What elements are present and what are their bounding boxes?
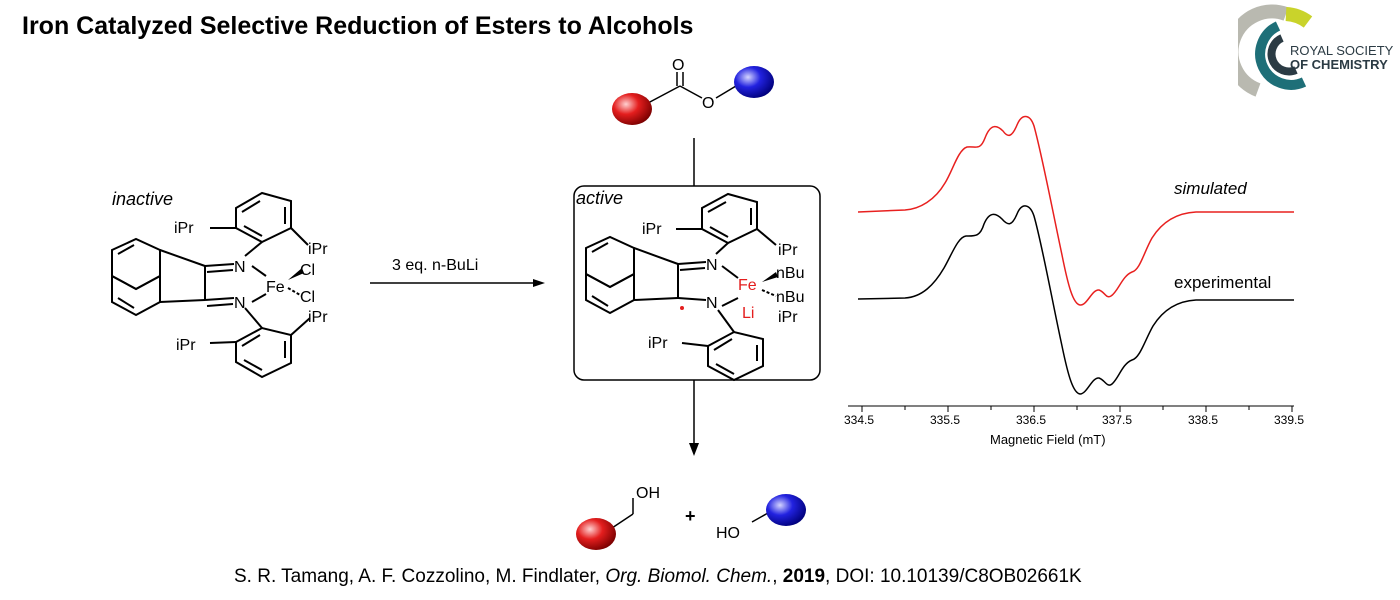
cl-atom-label: Cl xyxy=(300,262,315,279)
upper-aryl-ring xyxy=(701,192,758,245)
logo-line-1: ROYAL SOCIETY xyxy=(1290,43,1394,58)
acenaphthene-ring-b xyxy=(585,272,635,315)
active-complex-box xyxy=(573,185,821,381)
simulated-label: simulated xyxy=(1174,179,1247,198)
citation-authors: S. R. Tamang, A. F. Cozzolino, M. Findla… xyxy=(234,566,601,587)
acenaphthene-ring-b xyxy=(111,274,161,317)
tick-label: 334.5 xyxy=(844,413,874,427)
red-group-sphere xyxy=(576,518,616,550)
plus-sign: + xyxy=(685,506,696,526)
active-complex xyxy=(585,192,778,382)
comma: , xyxy=(772,566,783,587)
carbonyl-o-label: O xyxy=(672,57,684,74)
n-atom-label: N xyxy=(234,259,246,276)
oh-label: OH xyxy=(636,485,660,502)
n-atom-label: N xyxy=(706,295,718,312)
ipr-label: iPr xyxy=(648,335,668,352)
ipr-label: iPr xyxy=(778,242,798,259)
tick-label: 335.5 xyxy=(930,413,960,427)
fe-atom-label: Fe xyxy=(738,277,757,294)
active-complex-labels: active iPr iPr iPr iPr N N Fe Li nBu nBu xyxy=(576,188,804,352)
lower-aryl-ring xyxy=(707,330,764,382)
epr-spectra xyxy=(848,115,1294,407)
n-atom-label: N xyxy=(234,295,246,312)
rsc-logo-text: ROYAL SOCIETY OF CHEMISTRY xyxy=(1290,44,1393,72)
experimental-trace xyxy=(857,205,1294,395)
epr-axis-ticks: 334.5 335.5 336.5 337.5 338.5 339.5 xyxy=(844,406,1304,427)
ipr-label: iPr xyxy=(308,241,328,258)
reagent-label: 3 eq. n-BuLi xyxy=(392,257,478,274)
ester-o-label: O xyxy=(702,95,714,112)
ipr-label: iPr xyxy=(174,220,194,237)
ipr-label: iPr xyxy=(778,309,798,326)
blue-group-sphere xyxy=(734,66,774,98)
li-atom-label: Li xyxy=(742,305,754,322)
citation: S. R. Tamang, A. F. Cozzolino, M. Findla… xyxy=(234,566,1082,588)
logo-line-2: OF CHEMISTRY xyxy=(1290,57,1388,72)
comma: , xyxy=(825,566,836,587)
rsc-logo xyxy=(1238,4,1313,97)
ipr-label: iPr xyxy=(176,337,196,354)
citation-year: 2019 xyxy=(782,566,826,587)
ipr-label: iPr xyxy=(308,309,328,326)
nbu-label: nBu xyxy=(776,265,804,282)
tick-label: 338.5 xyxy=(1188,413,1218,427)
ipr-label: iPr xyxy=(642,221,662,238)
upper-aryl-ring xyxy=(235,191,292,244)
citation-journal: Org. Biomol. Chem. xyxy=(605,566,773,587)
lower-aryl-ring xyxy=(235,326,292,379)
fe-atom-label: Fe xyxy=(266,279,285,296)
page-title: Iron Catalyzed Selective Reduction of Es… xyxy=(22,12,694,40)
acenaphthene-ring-a xyxy=(585,235,635,289)
radical-dot xyxy=(680,306,684,310)
citation-doi: DOI: 10.10139/C8OB02661K xyxy=(835,566,1082,587)
ho-label: HO xyxy=(716,525,740,542)
blue-group-sphere xyxy=(766,494,806,526)
n-atom-label: N xyxy=(706,257,718,274)
down-arrow xyxy=(689,380,699,456)
products: OH + HO xyxy=(576,485,806,550)
red-group-sphere xyxy=(612,93,652,125)
inactive-label: inactive xyxy=(112,189,173,209)
acenaphthene-ring-a xyxy=(111,237,161,291)
tick-label: 337.5 xyxy=(1102,413,1132,427)
experimental-label: experimental xyxy=(1174,273,1271,292)
ester-substrate: O O xyxy=(612,57,774,125)
inactive-complex xyxy=(111,191,311,379)
reaction-arrow xyxy=(370,279,545,287)
x-axis-title: Magnetic Field (mT) xyxy=(990,432,1106,447)
simulated-trace xyxy=(857,115,1294,306)
cl-atom-label: Cl xyxy=(300,289,315,306)
inactive-complex-labels: inactive iPr iPr iPr iPr N N Fe Cl Cl xyxy=(112,189,328,354)
tick-label: 339.5 xyxy=(1274,413,1304,427)
nbu-label: nBu xyxy=(776,289,804,306)
active-label: active xyxy=(576,188,623,208)
tick-label: 336.5 xyxy=(1016,413,1046,427)
